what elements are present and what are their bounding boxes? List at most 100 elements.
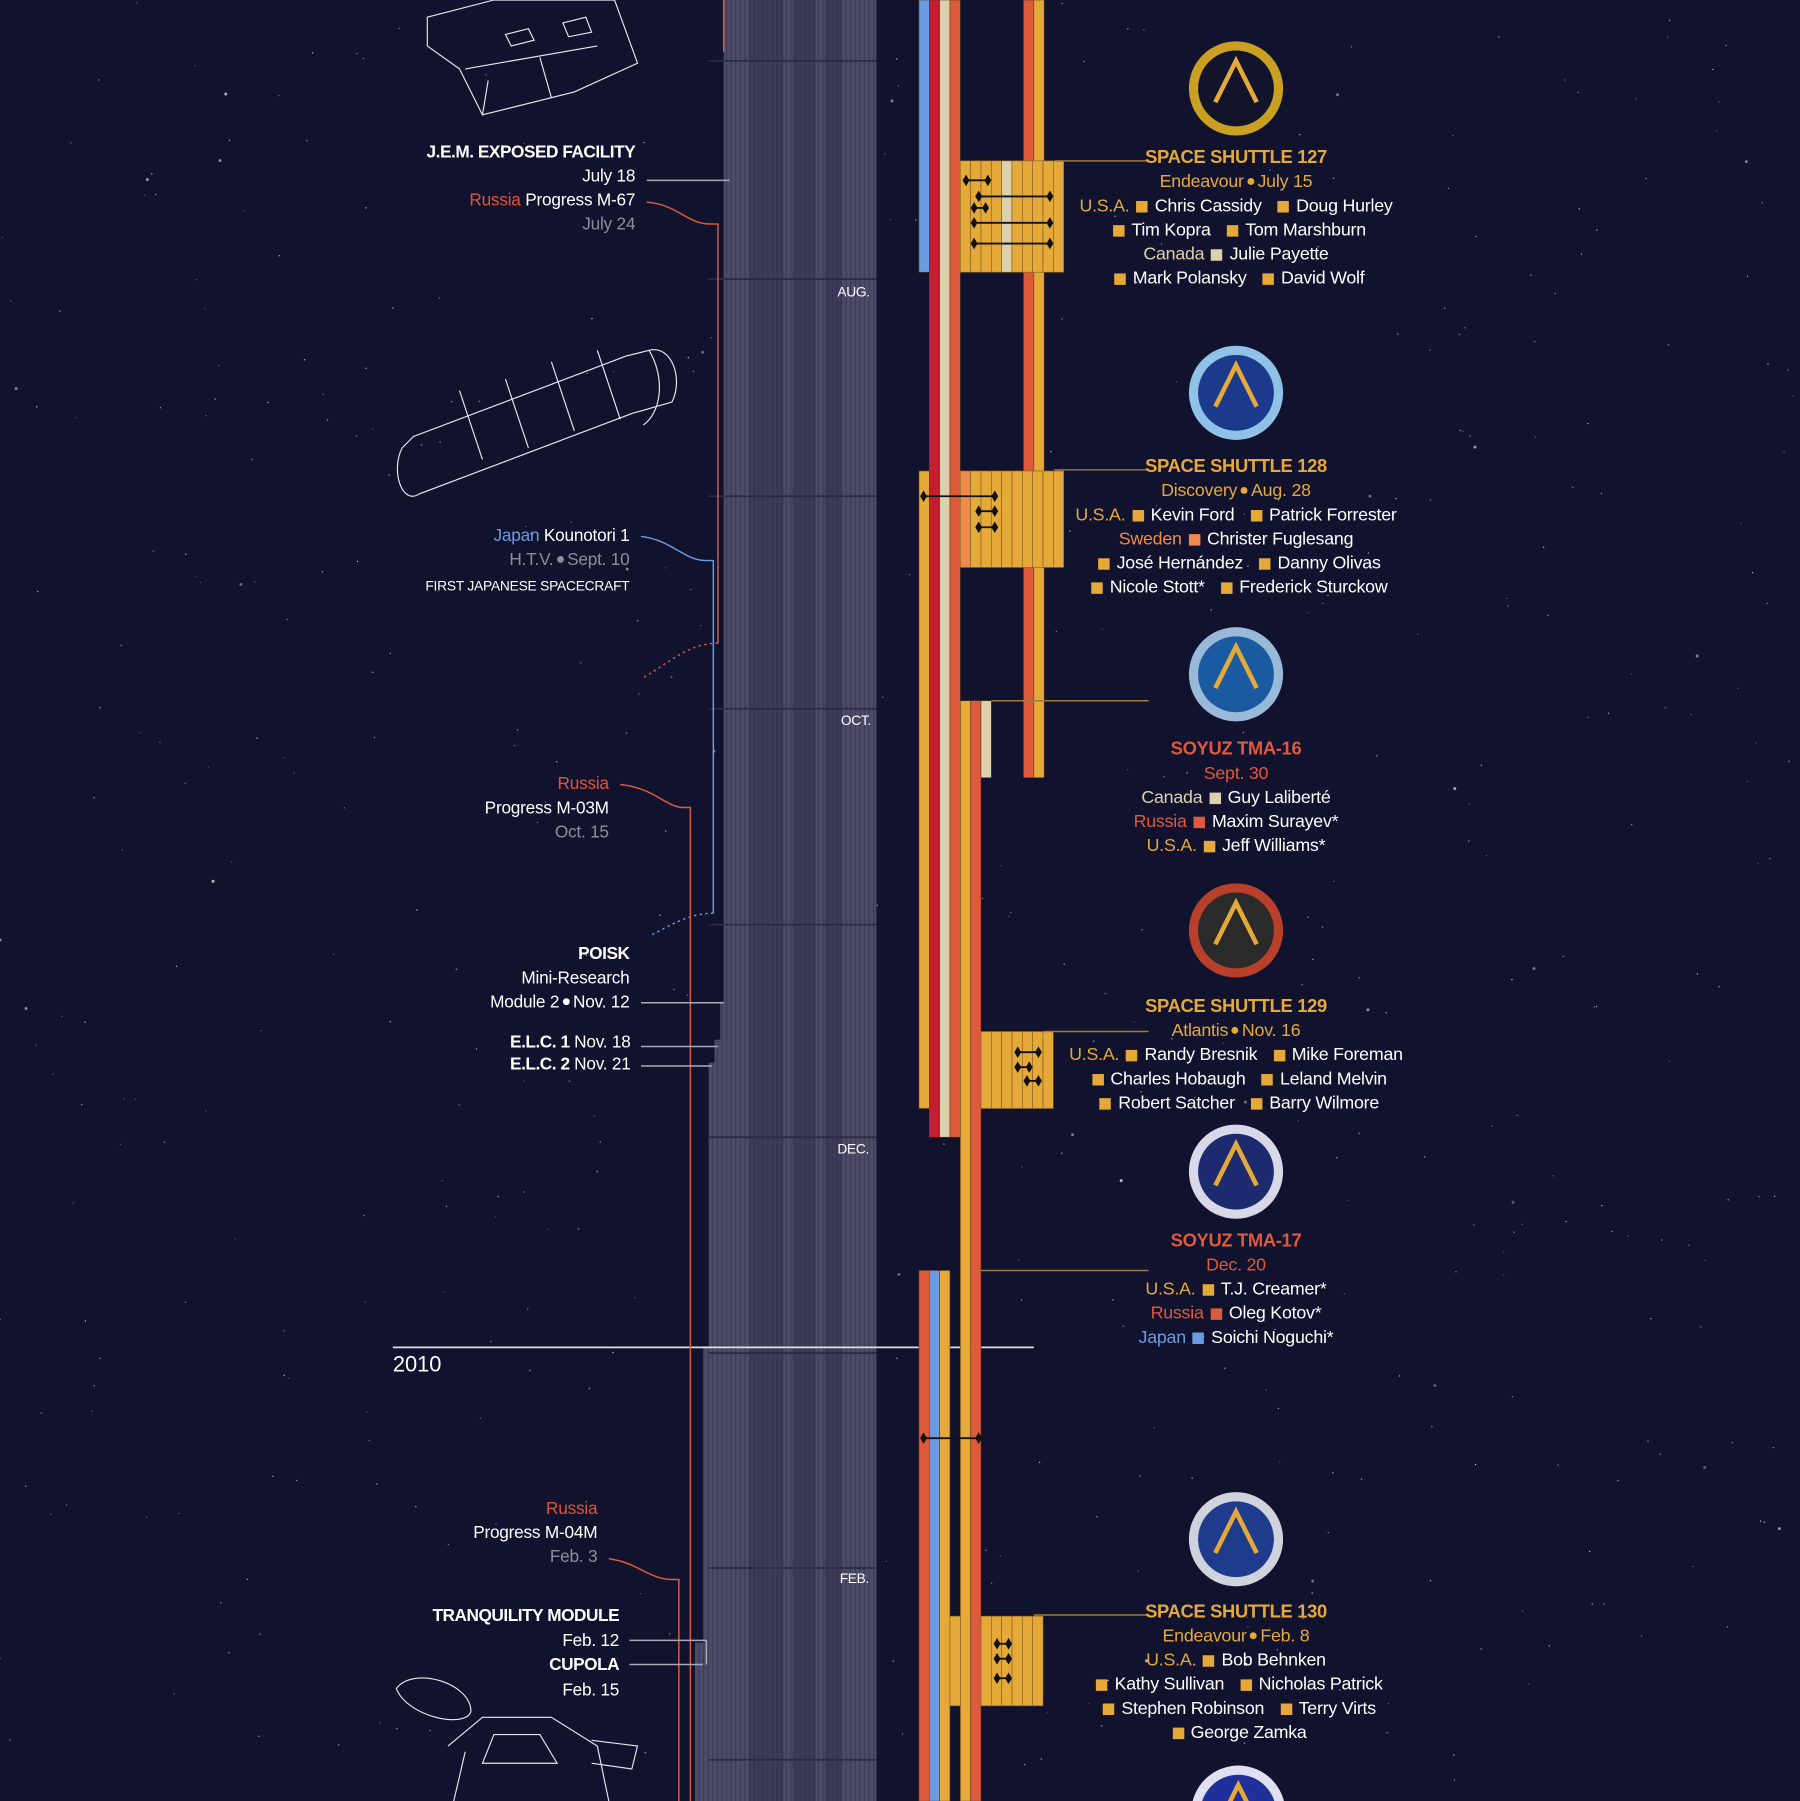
star <box>306 139 308 142</box>
crew-line: George Zamka <box>983 1721 1488 1745</box>
star <box>1224 1367 1226 1369</box>
star <box>1114 215 1116 218</box>
sts128-patch-icon-inner <box>1198 354 1274 431</box>
spacewalk-end-icon <box>991 505 999 517</box>
nationality-square-icon <box>1210 1308 1223 1320</box>
star <box>1761 202 1763 204</box>
cupola-illustration <box>395 1677 639 1801</box>
star <box>366 1411 368 1413</box>
star <box>1000 865 1002 867</box>
star <box>416 909 418 911</box>
star <box>625 567 629 571</box>
progress-m03m-country: Russia <box>557 774 610 794</box>
crew-member: Kevin Ford <box>1150 505 1235 525</box>
star <box>326 419 329 421</box>
star <box>1602 1603 1605 1605</box>
crew-member: Oleg Kotov* <box>1228 1303 1322 1324</box>
crew-country: Sweden <box>1118 529 1182 550</box>
star <box>1333 880 1335 883</box>
jem-exposed-facility-illustration <box>426 0 639 116</box>
shuttle-crew-bar <box>1032 1615 1044 1707</box>
shuttle-crew-bar <box>970 160 982 273</box>
star <box>1160 243 1163 245</box>
star <box>365 207 367 209</box>
star <box>287 1377 290 1379</box>
crew-member: Christer Fuglesang <box>1206 529 1354 550</box>
star <box>84 1021 86 1024</box>
crew-country: U.S.A. <box>1146 836 1197 856</box>
star <box>205 1110 207 1112</box>
crew-member: José Hernández <box>1116 553 1244 574</box>
crew-member: Nicole Stott* <box>1109 577 1205 598</box>
star <box>1725 44 1727 47</box>
star <box>892 1660 894 1662</box>
mission-date: Dec. 20 <box>1206 1255 1266 1276</box>
star <box>1554 292 1556 295</box>
star <box>1547 614 1549 617</box>
star <box>1542 546 1545 548</box>
star <box>710 337 712 339</box>
star <box>372 428 374 430</box>
star <box>9 1739 11 1741</box>
star <box>295 1479 298 1482</box>
spacewalk-end-icon <box>975 190 983 203</box>
star <box>1453 1779 1456 1781</box>
star <box>1021 1166 1023 1168</box>
star <box>1358 1132 1360 1134</box>
star <box>999 1555 1002 1557</box>
mission-date: July 15 <box>1257 172 1313 192</box>
crew-member: Julie Payette <box>1229 244 1329 265</box>
star <box>450 401 453 403</box>
shuttle-crew-bar <box>949 1615 961 1707</box>
crew-stay-bar <box>939 0 951 1138</box>
star <box>1645 177 1647 180</box>
star <box>420 444 423 446</box>
crew-member: Mike Foreman <box>1291 1045 1403 1065</box>
star <box>1690 713 1692 716</box>
star <box>1485 854 1488 857</box>
crew-member: Kathy Sullivan <box>1114 1674 1225 1695</box>
tma17-patch-icon-inner <box>1198 1133 1274 1210</box>
star <box>123 1098 125 1100</box>
star <box>1243 1742 1246 1744</box>
shuttle-crew-bar <box>970 470 982 568</box>
poisk-line1: Mini-Research <box>521 968 630 988</box>
star <box>1534 341 1536 343</box>
star <box>490 1340 492 1343</box>
star <box>525 525 527 528</box>
star <box>1617 1479 1619 1482</box>
star <box>1468 803 1471 805</box>
label-kounotori: Japan Kounotori 1 H.T.V.Sept. 10 FIRST J… <box>425 524 629 601</box>
kounotori-htv-illustration <box>396 349 678 497</box>
sts130-patch-icon-inner <box>1198 1501 1274 1578</box>
star <box>337 1744 340 1746</box>
star <box>251 458 253 461</box>
star <box>523 142 525 145</box>
star <box>1175 380 1178 383</box>
star <box>580 662 582 664</box>
star <box>278 255 281 257</box>
star <box>24 1007 28 1011</box>
star <box>260 1030 262 1032</box>
crew-stay-bar <box>1033 0 1045 778</box>
star <box>1246 1616 1248 1618</box>
star <box>1211 1108 1214 1110</box>
star <box>1010 912 1012 914</box>
star <box>1552 1175 1554 1177</box>
star <box>1143 29 1145 31</box>
nationality-square-icon <box>1172 1727 1184 1740</box>
star <box>689 588 692 591</box>
crew-country: U.S.A. <box>1146 1650 1197 1671</box>
star <box>1511 1200 1515 1204</box>
star <box>591 317 593 320</box>
star <box>668 1633 671 1635</box>
nationality-square-icon <box>1280 1703 1292 1715</box>
star <box>1358 977 1360 979</box>
crew-member: Soichi Noguchi* <box>1211 1327 1334 1348</box>
star <box>1587 422 1589 425</box>
star <box>638 693 640 695</box>
elc1-title: E.L.C. 1 <box>510 1032 570 1053</box>
